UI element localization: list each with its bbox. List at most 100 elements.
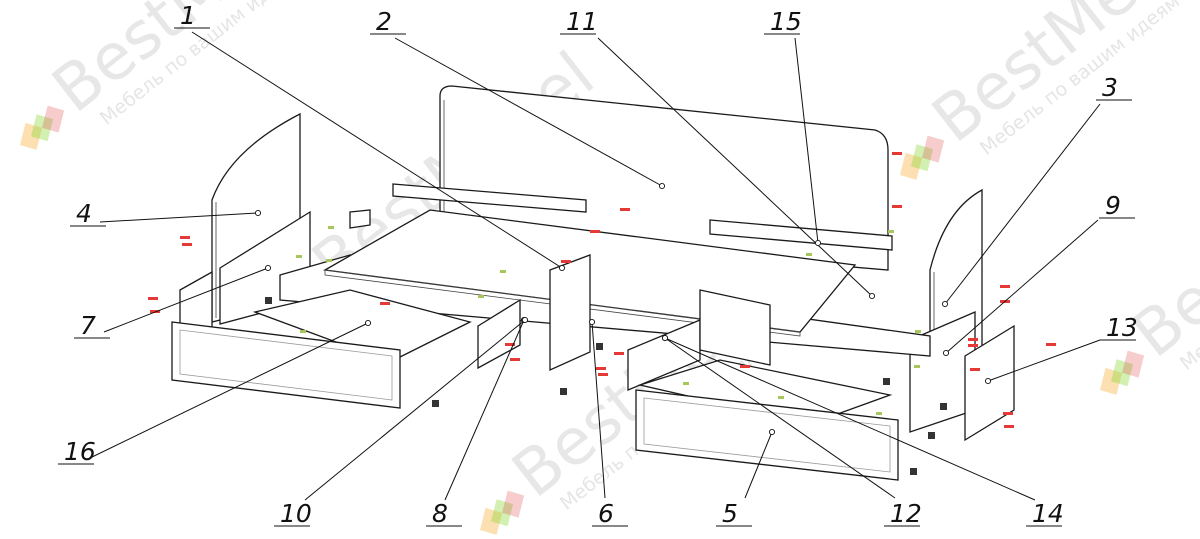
callout-leader-line xyxy=(304,319,526,501)
callout-anchor xyxy=(364,319,372,327)
callout-14: 14 xyxy=(661,334,1064,528)
callout-number: 5 xyxy=(722,499,738,528)
callout-anchor xyxy=(254,209,262,217)
callout-5: 5 xyxy=(716,428,776,528)
callout-number: 11 xyxy=(566,7,598,36)
screw-fastener xyxy=(1000,285,1010,288)
dowel-fastener xyxy=(806,253,812,256)
callout-leader-line xyxy=(945,219,1099,354)
callout-leader-line xyxy=(191,31,563,269)
screw-fastener xyxy=(892,152,902,155)
callout-leader-line xyxy=(597,37,873,297)
callout-anchor xyxy=(814,239,822,247)
screw-fastener xyxy=(614,352,624,355)
part-back-lower-rail xyxy=(349,209,371,229)
callout-3: 3 xyxy=(941,73,1132,308)
callout-4: 4 xyxy=(70,199,262,228)
callout-2: 2 xyxy=(370,7,666,190)
callout-anchor xyxy=(521,316,529,324)
screw-fastener xyxy=(968,344,978,347)
callout-number: 13 xyxy=(1106,313,1138,342)
screw-fastener xyxy=(505,343,515,346)
screw-fastener xyxy=(180,236,190,239)
cam-fitting xyxy=(883,378,890,385)
screw-fastener xyxy=(620,208,630,211)
cam-fitting xyxy=(928,432,935,439)
callout-anchor xyxy=(942,349,950,357)
callout-leader-line xyxy=(987,339,1101,382)
dowel-fastener xyxy=(500,270,506,273)
callout-leader-line xyxy=(664,337,1036,501)
callout-number: 7 xyxy=(80,311,96,340)
dowel-fastener xyxy=(914,365,920,368)
callout-11: 11 xyxy=(560,7,876,300)
callout-16: 16 xyxy=(58,319,372,466)
screw-fastener xyxy=(596,367,606,370)
screw-fastener xyxy=(598,373,608,376)
part-16-left-drawer-front xyxy=(171,321,401,409)
callout-number: 16 xyxy=(64,437,96,466)
screw-fastener xyxy=(510,358,520,361)
callout-leader-line xyxy=(103,267,269,333)
callout-leader-line xyxy=(89,322,369,459)
dowel-fastener xyxy=(876,412,882,415)
callout-anchor xyxy=(658,182,666,190)
part-15-back-rail xyxy=(709,219,893,251)
callout-anchor xyxy=(264,264,272,272)
callout-number: 14 xyxy=(1032,499,1064,528)
callout-7: 7 xyxy=(74,264,272,340)
dowel-fastener xyxy=(915,330,921,333)
screw-fastener xyxy=(1004,425,1014,428)
screw-fastener xyxy=(970,368,980,371)
callout-number: 4 xyxy=(76,199,92,228)
part-5-right-drawer-front xyxy=(635,389,899,481)
dowel-fastener xyxy=(328,226,334,229)
part-2-back-panel xyxy=(439,85,889,271)
callout-13: 13 xyxy=(984,313,1138,385)
callout-leader-line xyxy=(664,337,896,499)
callout-anchor xyxy=(558,264,566,272)
screw-fastener xyxy=(148,297,158,300)
callout-anchor xyxy=(984,377,992,385)
callout-10: 10 xyxy=(274,316,529,528)
callout-number: 12 xyxy=(890,499,922,528)
screw-fastener xyxy=(561,260,571,263)
callout-leader-line xyxy=(944,103,1101,305)
callout-number: 15 xyxy=(770,7,802,36)
screw-fastener xyxy=(740,365,750,368)
part-14-partition xyxy=(699,289,771,366)
callout-leader-line xyxy=(99,212,259,223)
callout-number: 10 xyxy=(280,499,312,528)
callout-number: 8 xyxy=(432,499,448,528)
callout-anchor xyxy=(868,292,876,300)
part-6-partition xyxy=(627,319,701,391)
cam-fitting xyxy=(910,468,917,475)
screw-fastener xyxy=(1046,343,1056,346)
cam-fitting xyxy=(560,388,567,395)
screw-fastener xyxy=(150,310,160,313)
cam-fitting xyxy=(940,403,947,410)
callout-number: 2 xyxy=(376,7,392,36)
cam-fitting xyxy=(596,343,603,350)
callout-number: 1 xyxy=(180,1,196,30)
callout-number: 6 xyxy=(598,499,614,528)
callout-number: 9 xyxy=(1105,191,1121,220)
dowel-fastener xyxy=(778,396,784,399)
part-8-partition xyxy=(549,254,591,372)
dowel-fastener xyxy=(296,255,302,258)
callout-anchor xyxy=(768,428,776,436)
callout-leader-line xyxy=(744,431,773,499)
callout-anchor xyxy=(661,334,669,342)
screw-fastener xyxy=(1003,412,1013,415)
screw-fastener xyxy=(380,302,390,305)
callout-anchor xyxy=(588,318,596,326)
dowel-fastener xyxy=(888,230,894,233)
callout-9: 9 xyxy=(942,191,1135,357)
screw-fastener xyxy=(182,243,192,246)
callout-1: 1 xyxy=(174,1,566,272)
cam-fitting xyxy=(432,400,439,407)
